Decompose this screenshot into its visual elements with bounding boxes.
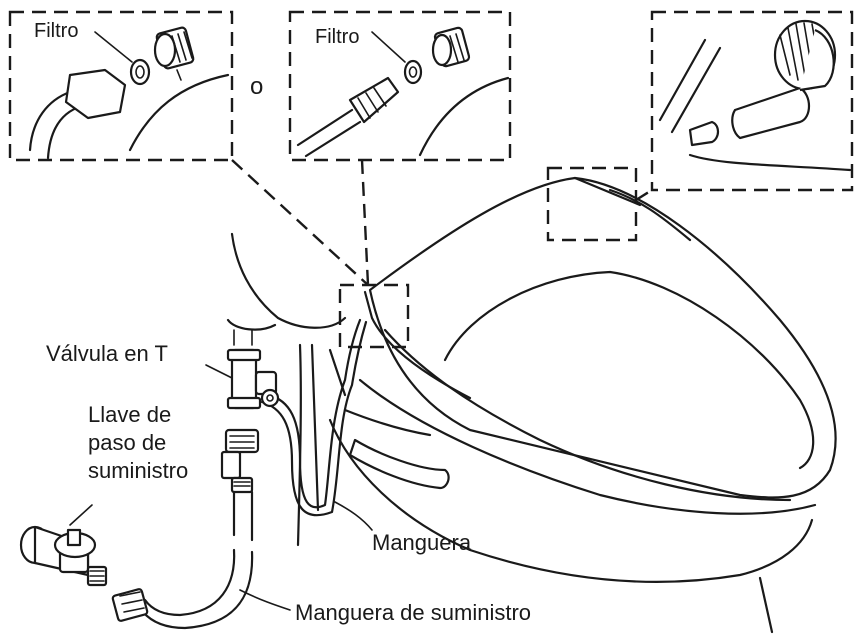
label-shutoff-line1: Llave de [88,402,171,427]
leader-line-1 [231,159,369,286]
label-shutoff-line3: suministro [88,458,188,483]
callout-box-dial [650,10,854,192]
label-or: o [250,73,263,100]
leader-line-3 [635,188,653,202]
manguera-hose [260,318,373,531]
inset-cone-connector [296,26,510,158]
focus-box-inlet [338,283,410,349]
focus-box-dial [546,166,638,242]
leader-line-2 [360,159,370,286]
label-supply-hose: Manguera de suministro [295,600,531,625]
label-filtro-2: Filtro [315,26,359,48]
t-valve [205,329,280,410]
label-shutoff-line2: paso de [88,430,166,455]
callout-box-cone-connector [288,10,512,162]
toilet-seat-lid [328,176,837,634]
label-hose: Manguera [372,530,472,555]
toilet-bowl [226,232,450,547]
callout-box-nut-connector [8,10,234,162]
inset-dial [658,19,852,172]
supply-hose [111,428,291,630]
label-t-valve: Válvula en T [46,341,168,366]
inset-nut-connector [28,26,230,160]
label-filtro-1: Filtro [34,20,78,42]
shutoff-valve [19,504,108,587]
